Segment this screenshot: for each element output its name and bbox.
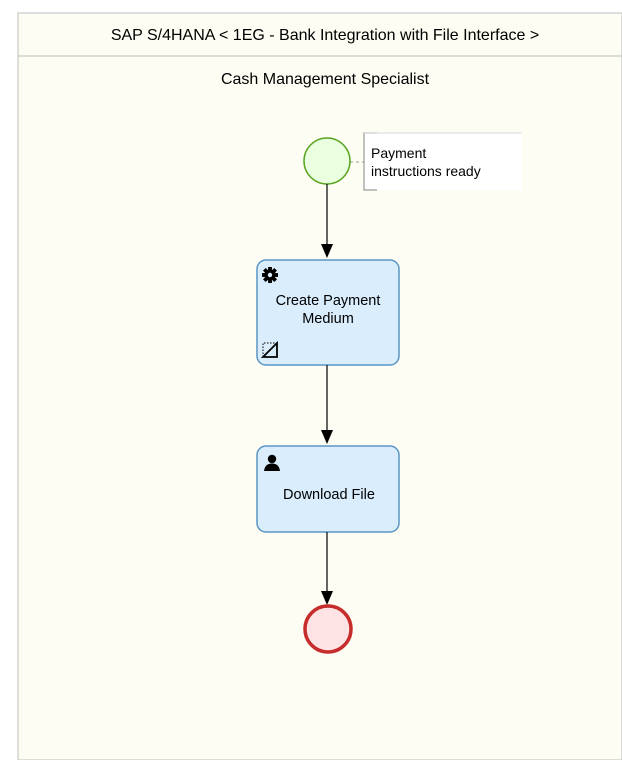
- manual-adjust-icon: [260, 340, 278, 358]
- task-create-payment-medium[interactable]: Create Payment Medium: [256, 259, 400, 366]
- task-label: Download File: [283, 487, 375, 503]
- annotation-line-1: Payment: [371, 145, 426, 161]
- pool-title: SAP S/4HANA < 1EG - Bank Integration wit…: [111, 27, 539, 44]
- task-label-line-1: Create Payment: [276, 293, 381, 309]
- lane-title: Cash Management Specialist: [221, 71, 430, 88]
- start-event[interactable]: [303, 137, 351, 185]
- sequence-flow-3: [321, 532, 333, 605]
- task-download-file[interactable]: Download File: [256, 445, 400, 533]
- task-label-line-2: Medium: [302, 311, 354, 327]
- annotation-line-2: instructions ready: [371, 163, 481, 179]
- start-annotation: Payment instructions ready: [350, 132, 522, 191]
- sequence-flow-2: [321, 365, 333, 444]
- end-event[interactable]: [303, 604, 353, 654]
- gear-icon: [262, 267, 278, 283]
- sequence-flow-1: [321, 184, 333, 258]
- user-icon: [264, 454, 280, 471]
